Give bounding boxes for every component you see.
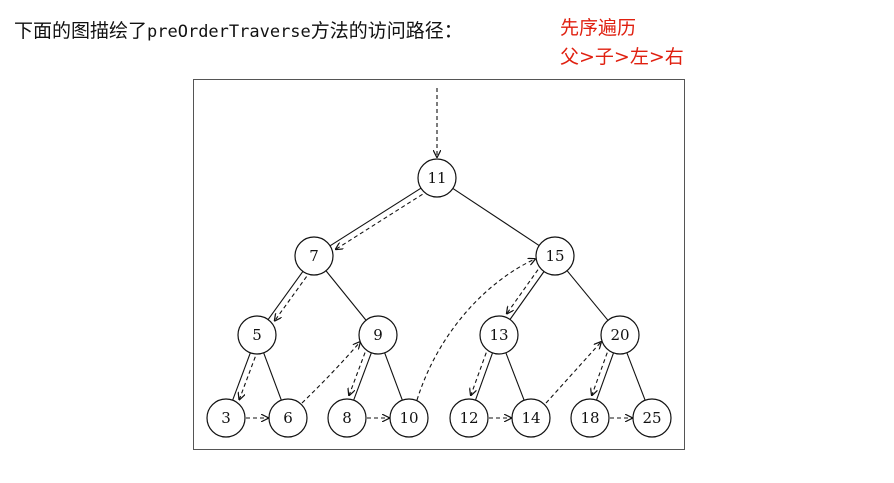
tree-node-6: 6 <box>268 398 308 438</box>
node-circle <box>327 398 367 438</box>
path-10-to-15 <box>416 259 535 401</box>
node-label: 12 <box>459 409 478 427</box>
path-11-to-7 <box>336 193 423 249</box>
node-label: 6 <box>283 409 293 427</box>
tree-edge-9-8 <box>353 352 372 401</box>
tree-edge-20-25 <box>626 352 646 401</box>
tree-node-5: 5 <box>237 315 277 355</box>
node-label: 13 <box>489 326 508 344</box>
tree-edge-20-18 <box>595 352 615 401</box>
node-circle <box>632 398 672 438</box>
path-15-to-13 <box>507 269 539 314</box>
node-label: 9 <box>373 326 383 344</box>
node-circle <box>449 398 489 438</box>
node-label: 5 <box>252 326 262 344</box>
tree-node-13: 13 <box>479 315 519 355</box>
node-circle <box>268 398 308 438</box>
node-circle <box>511 398 551 438</box>
traversal-note: 先序遍历 父>子>左>右 <box>560 14 684 72</box>
caption: 下面的图描绘了preOrderTraverse方法的访问路径： <box>14 16 463 43</box>
caption-method-name: preOrderTraverse <box>147 22 311 42</box>
tree-edge-5-6 <box>263 352 282 401</box>
path-13-to-12 <box>471 352 487 396</box>
tree-node-15: 15 <box>535 236 575 276</box>
tree-edge-5-3 <box>232 352 251 401</box>
node-circle <box>479 315 519 355</box>
tree-edge-13-14 <box>505 352 525 401</box>
node-circle <box>570 398 610 438</box>
path-6-to-9 <box>301 342 360 404</box>
tree-node-20: 20 <box>600 315 640 355</box>
node-label: 20 <box>610 326 629 344</box>
tree-edge-15-20 <box>566 270 609 321</box>
tree-node-25: 25 <box>632 398 672 438</box>
caption-suffix: 方法的访问路径： <box>310 20 463 42</box>
node-circle <box>417 158 457 198</box>
node-label: 15 <box>545 247 564 265</box>
tree-edge-11-15 <box>452 188 540 246</box>
tree-edge-7-5 <box>267 271 304 320</box>
node-circle <box>600 315 640 355</box>
node-circle <box>237 315 277 355</box>
note-line-1: 先序遍历 <box>560 17 637 39</box>
node-circle <box>358 315 398 355</box>
node-label: 18 <box>580 409 599 427</box>
tree-node-18: 18 <box>570 398 610 438</box>
node-label: 14 <box>521 409 540 427</box>
tree-node-9: 9 <box>358 315 398 355</box>
tree-diagram: 11 7 15 5 9 13 20 3 6 8 10 12 14 18 25 <box>206 88 672 438</box>
tree-edge-9-10 <box>384 352 403 401</box>
node-circle <box>294 236 334 276</box>
node-circle <box>206 398 246 438</box>
tree-edge-13-12 <box>474 352 494 401</box>
tree-node-11: 11 <box>417 158 457 198</box>
node-label: 11 <box>427 169 446 187</box>
path-9-to-8 <box>349 352 366 396</box>
tree-edge-15-13 <box>509 271 545 320</box>
note-line-2: 父>子>左>右 <box>560 46 684 68</box>
node-circle <box>535 236 575 276</box>
node-circle <box>389 398 429 438</box>
node-label: 3 <box>221 409 231 427</box>
node-label: 7 <box>309 247 319 265</box>
path-14-to-20 <box>545 342 601 404</box>
path-5-to-3 <box>239 356 256 400</box>
path-7-to-5 <box>275 276 308 321</box>
node-label: 8 <box>342 409 352 427</box>
tree-edge-7-9 <box>325 270 367 321</box>
tree-edge-11-7 <box>329 187 422 247</box>
node-label: 25 <box>642 409 661 427</box>
tree-figure: 11 7 15 5 9 13 20 3 6 8 10 12 14 18 25 <box>193 79 685 450</box>
path-20-to-18 <box>592 352 608 396</box>
tree-node-12: 12 <box>449 398 489 438</box>
tree-node-10: 10 <box>389 398 429 438</box>
tree-node-8: 8 <box>327 398 367 438</box>
tree-node-7: 7 <box>294 236 334 276</box>
tree-node-14: 14 <box>511 398 551 438</box>
tree-node-3: 3 <box>206 398 246 438</box>
caption-prefix: 下面的图描绘了 <box>14 20 148 42</box>
node-label: 10 <box>399 409 418 427</box>
